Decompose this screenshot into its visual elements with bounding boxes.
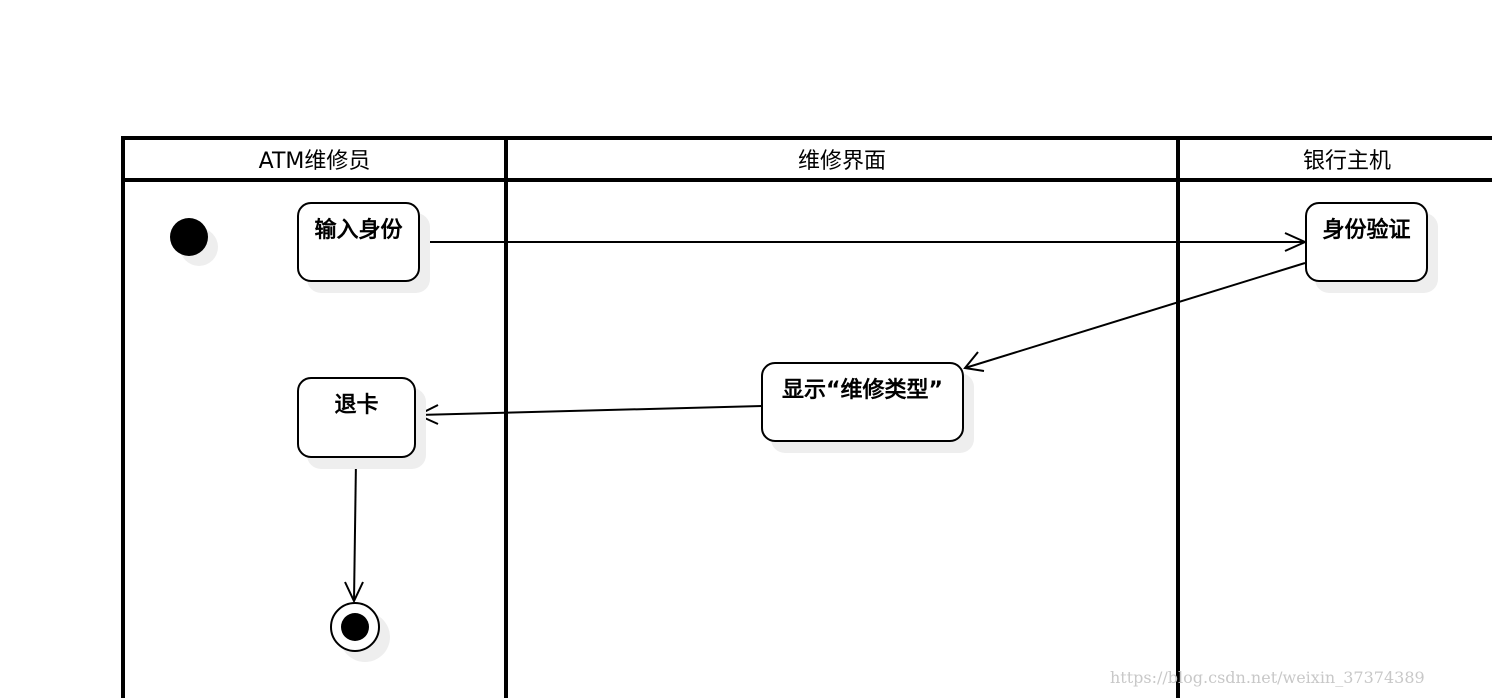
arrow-input-to-verify [420,232,1308,252]
initial-node [170,218,208,256]
lane-header-bank-host: 银行主机 [1302,149,1391,174]
final-node-core [341,613,369,641]
action-show-repair-type: 显示“维修类型” [761,362,964,442]
arrow-eject-to-final [344,459,364,604]
action-verify-identity: 身份验证 [1305,202,1428,282]
arrow-verify-to-show [963,262,1306,372]
action-input-identity: 输入身份 [297,202,420,282]
lane-header-atm-maintainer: ATM维修员 [258,149,371,174]
lane-header-maintenance-ui: 维修界面 [797,149,886,174]
arrow-show-to-eject [415,404,763,425]
watermark-url: https://blog.csdn.net/weixin_37374389 [1110,668,1425,687]
action-eject-card: 退卡 [297,377,416,458]
